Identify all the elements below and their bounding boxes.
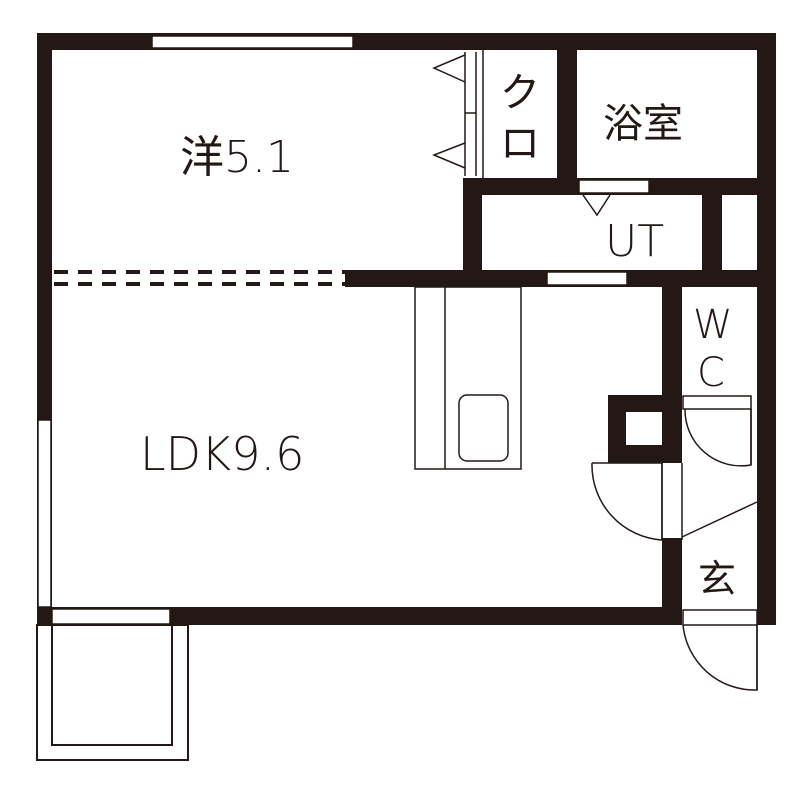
sliding-partition: [54, 270, 345, 286]
wc-label-2: C: [697, 350, 725, 396]
closet-label-1: ク: [500, 70, 540, 116]
kitchen-counter: [414, 286, 522, 470]
entrance-door-swing: [682, 624, 758, 691]
window-left: [37, 419, 52, 608]
wc-door-frame: [682, 395, 752, 410]
entrance-step: [681, 501, 758, 538]
wall-ut-right: [702, 195, 722, 275]
ut-window: [546, 271, 628, 286]
entrance-label: 玄: [698, 557, 736, 601]
wall-western-right: [463, 178, 482, 287]
ldk-door-swing: [591, 462, 663, 541]
wc-label-1: W: [693, 302, 733, 348]
closet-door-indicator-upper: [432, 54, 466, 83]
closet-label-2: ロ: [500, 121, 540, 167]
bathroom-label: 浴室: [603, 101, 683, 147]
utility-label: UT: [605, 216, 664, 267]
western-room-label: 洋5.1: [180, 132, 294, 183]
outer-wall-right: [757, 33, 776, 625]
entrance-door-frame: [682, 609, 758, 626]
balcony-window: [51, 608, 171, 625]
kitchen-sink: [458, 394, 509, 462]
ldk-label: LDK9.6: [140, 427, 304, 481]
wall-closet-bath: [557, 50, 577, 185]
balcony: [36, 624, 189, 761]
wc-door-swing: [684, 408, 752, 467]
outer-wall-bottom: [37, 607, 682, 625]
bath-door-indicator: [582, 194, 611, 217]
window-top: [151, 35, 354, 49]
outer-wall-top: [37, 33, 776, 50]
closet-door-indicator-lower: [431, 142, 466, 169]
bath-door: [578, 179, 650, 194]
